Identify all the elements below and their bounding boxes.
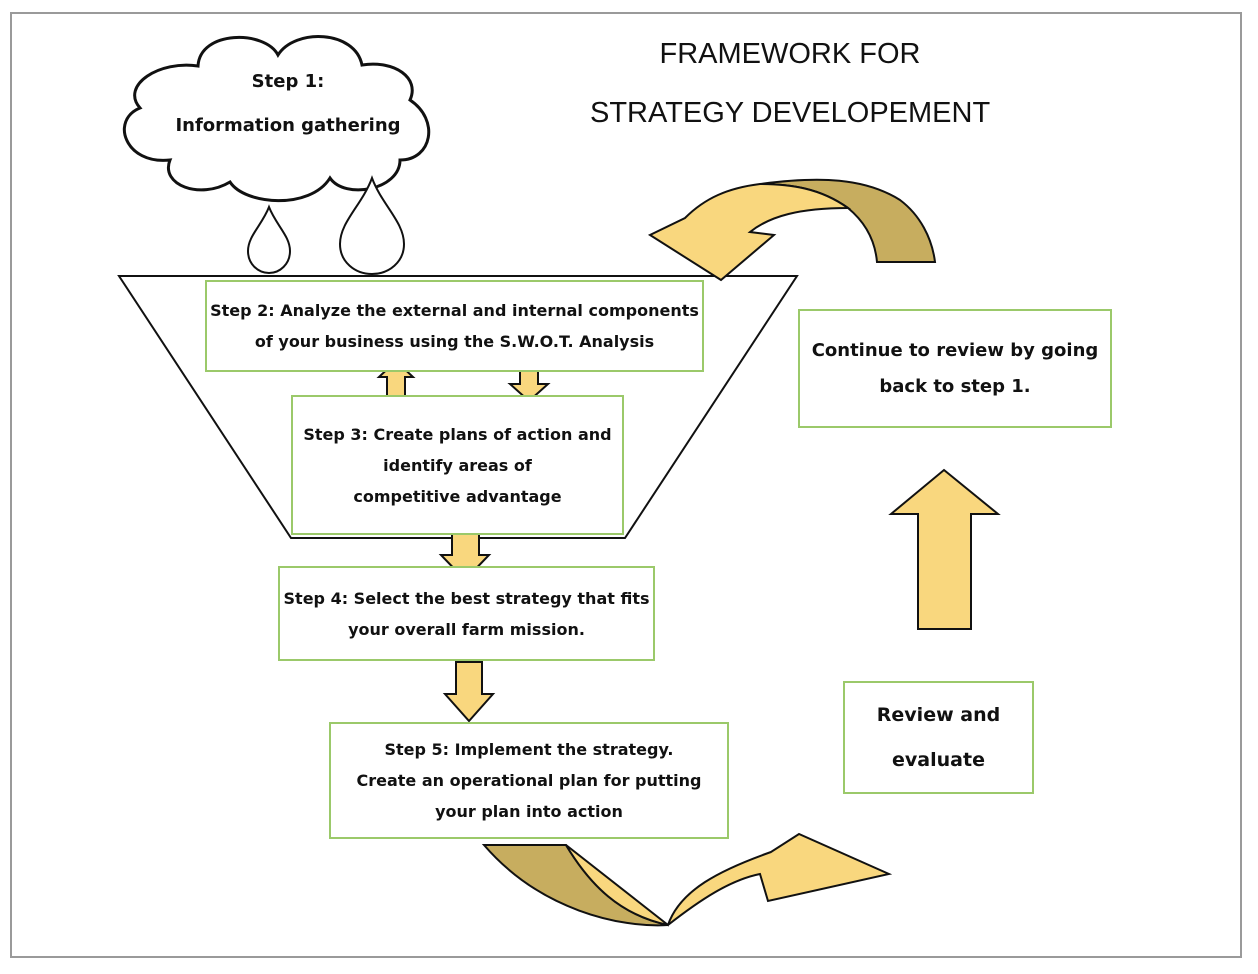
step2-line2: of your business using the S.W.O.T. Anal… xyxy=(254,332,655,351)
diagram-title-line1: FRAMEWORK FOR xyxy=(659,38,921,70)
step5-line3: your plan into action xyxy=(435,802,623,821)
step5-line2: Create an operational plan for putting xyxy=(356,771,702,790)
step1-label: Step 1: xyxy=(251,71,325,92)
arrow-down-step4-to-step5 xyxy=(442,661,496,723)
continue-line2: back to step 1. xyxy=(879,375,1031,397)
step3-line2: identify areas of xyxy=(383,455,532,475)
step2-box: Step 2: Analyze the external and interna… xyxy=(205,280,704,372)
step3-line1: Step 3: Create plans of action and xyxy=(303,424,612,444)
curved-arrow-bottom xyxy=(481,832,893,927)
raindrop-right xyxy=(338,175,406,276)
review-line1: Review and xyxy=(876,703,1001,726)
continue-box: Continue to review by going back to step… xyxy=(798,309,1112,428)
step4-line1: Step 4: Select the best strategy that fi… xyxy=(283,588,650,608)
step5-line1: Step 5: Implement the strategy. xyxy=(384,740,674,759)
review-line2: evaluate xyxy=(892,748,985,771)
step3-line3: competitive advantage xyxy=(353,486,562,506)
step3-box: Step 3: Create plans of action and ident… xyxy=(291,395,624,535)
step4-line2: your overall farm mission. xyxy=(348,619,585,639)
curved-arrow-top xyxy=(647,178,937,282)
step2-line1: Step 2: Analyze the external and interna… xyxy=(210,301,699,320)
raindrop-left xyxy=(246,204,292,275)
diagram-title-line2: STRATEGY DEVELOPEMENT xyxy=(590,97,991,129)
continue-line1: Continue to review by going xyxy=(811,339,1099,361)
step1-text: Information gathering xyxy=(175,115,401,136)
arrow-up-review-to-continue xyxy=(888,468,1001,630)
review-box: Review and evaluate xyxy=(843,681,1034,794)
step5-box: Step 5: Implement the strategy. Create a… xyxy=(329,722,729,839)
step4-box: Step 4: Select the best strategy that fi… xyxy=(278,566,655,661)
